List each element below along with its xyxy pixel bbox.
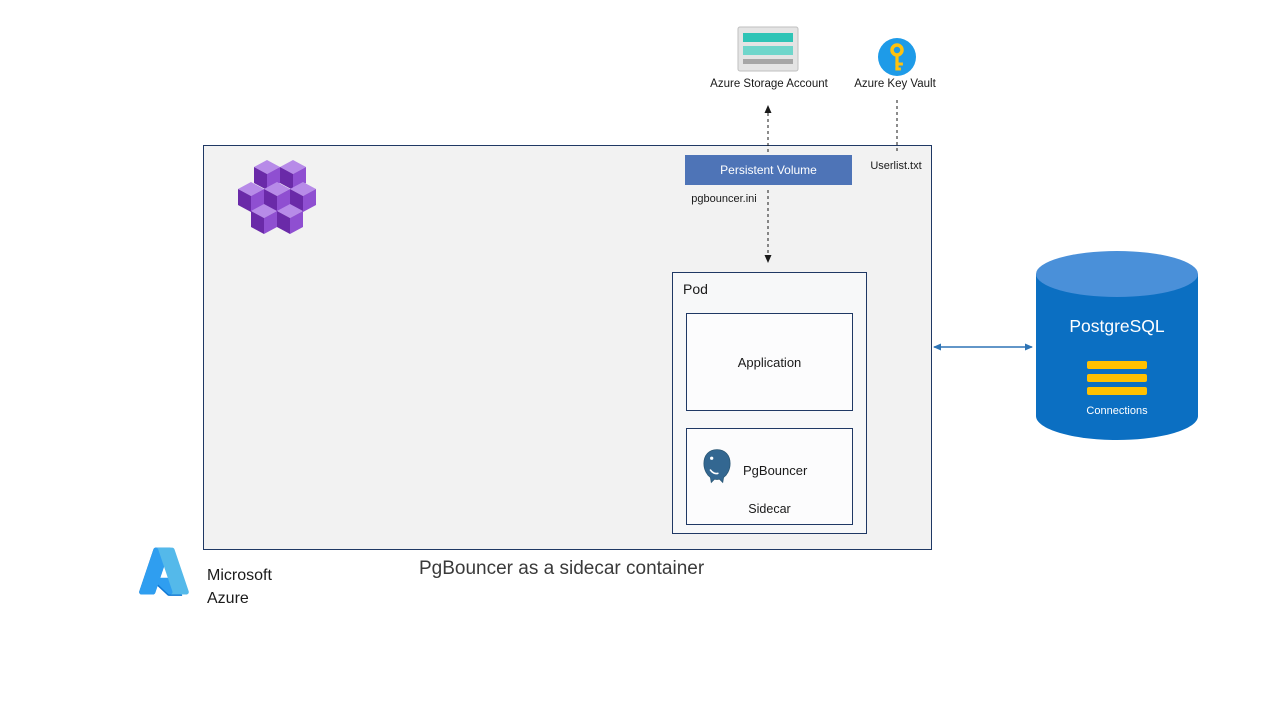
kubernetes-cluster-icon xyxy=(230,160,320,238)
storage-account-icon xyxy=(737,24,799,74)
key-vault-icon xyxy=(877,37,917,77)
key-vault-label: Azure Key Vault xyxy=(854,78,936,90)
azure-wordmark-line2: Azure xyxy=(207,590,249,608)
pod-title: Pod xyxy=(683,281,708,297)
database-title: PostgreSQL xyxy=(1069,316,1165,336)
application-label: Application xyxy=(737,354,802,370)
postgresql-elephant-icon xyxy=(699,447,735,485)
storage-account-label: Azure Storage Account xyxy=(710,78,828,90)
azure-logo-icon xyxy=(132,544,196,598)
pod-box: Pod Application PgBouncer Sidecar xyxy=(672,272,867,534)
azure-wordmark-line1: Microsoft xyxy=(207,567,272,584)
database-subtitle: Connections xyxy=(1086,405,1148,417)
application-box: Application xyxy=(686,313,853,411)
pgbouncer-label: PgBouncer xyxy=(743,463,808,478)
pgbouncer-sidecar-box: PgBouncer Sidecar xyxy=(686,428,853,525)
connections-icon xyxy=(1036,356,1198,400)
pgbouncer-ini-label: pgbouncer.ini xyxy=(691,193,757,205)
diagram-caption: PgBouncer as a sidecar container xyxy=(419,558,705,579)
database-cylinder xyxy=(1036,251,1198,440)
azure-wordmark: Microsoft Azure xyxy=(207,564,272,610)
userlist-txt-label: Userlist.txt xyxy=(870,160,922,172)
persistent-volume-node: Persistent Volume xyxy=(685,155,852,185)
postgresql-database-node: PostgreSQL Connections xyxy=(1036,250,1198,442)
sidecar-label: Sidecar xyxy=(748,502,791,516)
persistent-volume-label: Persistent Volume xyxy=(720,163,817,177)
